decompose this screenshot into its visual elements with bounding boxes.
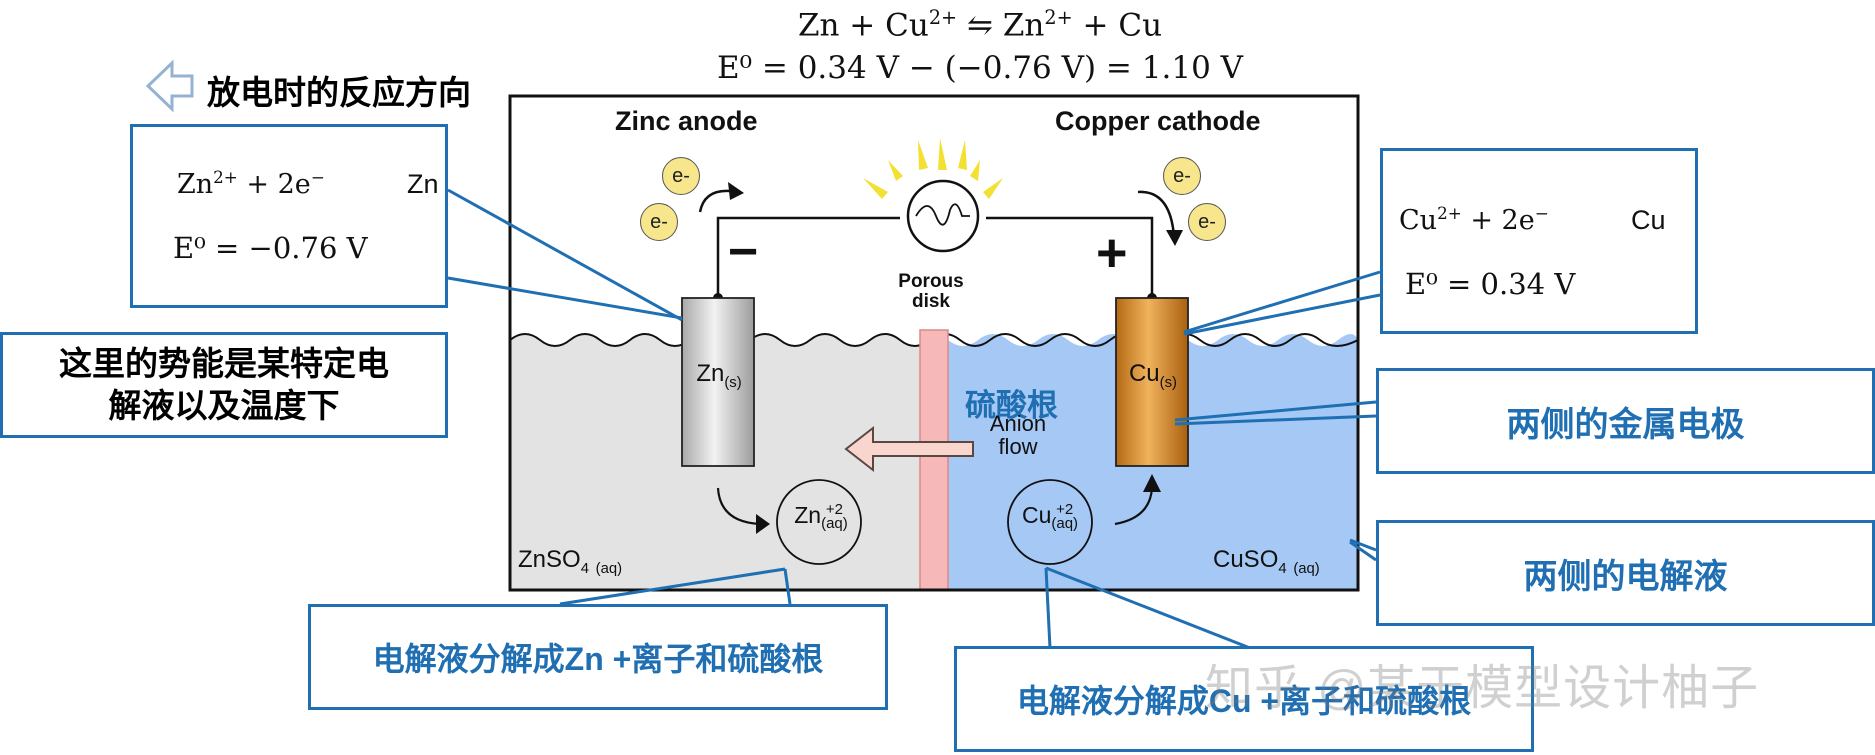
anion-flow-arrow — [844, 425, 974, 473]
potential-condition-text: 这里的势能是某特定电 解液以及温度下 — [59, 345, 389, 424]
zn-dissociation-text: 电解液分解成Zn +离子和硫酸根 — [372, 641, 824, 677]
electron-arrow-anode-head — [728, 182, 744, 200]
external-wire — [716, 216, 1154, 298]
cathode-reaction-charge: 2+ — [1437, 203, 1462, 223]
copper-ion-charge: +2 — [1056, 500, 1074, 518]
electron-bubble: e- — [1188, 203, 1226, 241]
eq-line1-left: Zn + Cu — [797, 7, 929, 44]
watermark: 知乎 @某于模型设计柚子 — [1205, 662, 1760, 715]
electron-arrow-cathode — [1137, 190, 1176, 237]
eq-line1-right: + Cu — [1082, 7, 1163, 44]
copper-electrode — [1115, 297, 1189, 467]
porous-disk-label: Porous disk — [898, 271, 964, 312]
sulfate-label: 硫酸根 — [965, 388, 1058, 423]
eq-line1-arrow: ⇋ — [967, 7, 993, 44]
negative-terminal-sign: − — [728, 223, 759, 281]
copper-electrode-state: (s) — [1159, 374, 1178, 391]
zinc-electrode-state: (s) — [724, 374, 742, 391]
cuso4-label: CuSO4 (aq) — [1213, 546, 1320, 577]
anode-half-reaction-box: Zn2+ + 2e− Zn E⁰ = −0.76 V — [130, 124, 448, 308]
znso4-state: (aq) — [595, 560, 623, 577]
cathode-standard-potential: E⁰ = 0.34 V — [1405, 267, 1576, 301]
zn-dissociation-callout: 电解液分解成Zn +离子和硫酸根 — [308, 604, 888, 710]
anode-reaction-zn: Zn — [407, 169, 439, 199]
eq-line1-mid: Zn — [1002, 7, 1045, 44]
electron-bubble: e- — [640, 203, 678, 241]
zn-ion-arrow — [716, 487, 761, 526]
cu-dissociation-callout: 电解液分解成Cu +离子和硫酸根 — [954, 646, 1534, 752]
copper-ion-symbol: Cu — [1021, 502, 1052, 528]
overall-reaction-equation: Zn + Cu2+ ⇋ Zn2+ + Cu — [785, 6, 1175, 43]
discharge-direction-arrow-icon — [145, 59, 194, 113]
potential-condition-note: 这里的势能是某特定电 解液以及温度下 — [0, 332, 448, 438]
cuso4-state: (aq) — [1293, 560, 1320, 577]
copper-ion-state: (aq) — [1051, 514, 1079, 532]
copper-ion-label: Cu+2(aq) — [1006, 502, 1094, 531]
zinc-anode-label: Zinc anode — [615, 106, 758, 136]
anode-reaction-charge: 2+ — [213, 167, 238, 187]
light-bulb-icon — [863, 138, 1003, 253]
electrodes-callout: 两侧的金属电极 — [1376, 368, 1875, 474]
zinc-electrode — [681, 297, 755, 467]
eq-line1-charge1: 2+ — [928, 6, 958, 29]
zn-ion-circle — [776, 479, 862, 565]
cathode-half-reaction-box: Cu2+ + 2e− Cu E⁰ = 0.34 V — [1380, 148, 1698, 334]
zinc-ion-charge: +2 — [825, 500, 843, 518]
cathode-reaction-electrons: + 2e — [1470, 205, 1535, 236]
electrolytes-callout: 两侧的电解液 — [1376, 520, 1875, 626]
electron-arrow-cathode-head — [1166, 230, 1183, 246]
anion-flow-label: Anion flow — [989, 411, 1047, 459]
anode-reaction-lhs: Zn2+ + 2e− — [177, 167, 325, 200]
znso4-subscript: 4 — [580, 560, 589, 577]
copper-electrode-label: Cu(s) — [1118, 360, 1188, 391]
zinc-ion-symbol: Zn — [794, 502, 822, 528]
electrodes-callout-text: 两侧的金属电极 — [1506, 405, 1745, 444]
cu-ion-arrow — [1114, 487, 1154, 526]
copper-cathode-label: Copper cathode — [1055, 106, 1261, 136]
cuso4-formula: CuSO — [1213, 546, 1279, 573]
electron-bubble: e- — [1163, 157, 1201, 195]
zinc-electrode-label: Zn(s) — [684, 360, 754, 391]
cathode-reaction-cu-ion: Cu — [1399, 205, 1438, 236]
cuso4-subscript: 4 — [1278, 560, 1287, 577]
eq-line1-charge2: 2+ — [1044, 6, 1073, 29]
cathode-reaction-cu: Cu — [1631, 205, 1666, 235]
copper-electrode-symbol: Cu — [1128, 360, 1160, 387]
zinc-electrode-symbol: Zn — [696, 360, 725, 387]
positive-terminal-sign: + — [1096, 223, 1128, 283]
beaker-frame — [508, 94, 1360, 592]
cu-ion-circle — [1007, 479, 1093, 565]
callout-connectors — [447, 188, 1381, 650]
porous-disk — [919, 329, 949, 591]
cu-dissociation-text: 电解液分解成Cu +离子和硫酸根 — [1016, 683, 1472, 719]
discharge-direction-label: 放电时的反应方向 — [207, 74, 471, 111]
zinc-ion-state: (aq) — [821, 514, 848, 532]
anode-reaction-electron-sign: − — [310, 167, 325, 187]
anode-reaction-zn-ion: Zn — [177, 169, 214, 200]
zinc-ion-label: Zn+2(aq) — [777, 502, 865, 531]
znso4-label: ZnSO4 (aq) — [518, 546, 622, 577]
zn-ion-arrow-head — [756, 514, 770, 534]
cu-ion-arrow-head — [1143, 474, 1161, 492]
electron-bubble: e- — [662, 157, 700, 195]
cathode-reaction-electron-sign: − — [1534, 203, 1549, 223]
znso4-formula: ZnSO — [518, 546, 581, 573]
anode-standard-potential: E⁰ = −0.76 V — [173, 231, 368, 265]
cathode-reaction-lhs: Cu2+ + 2e− — [1399, 203, 1549, 236]
electrolytes-callout-text: 两侧的电解液 — [1523, 557, 1728, 596]
cell-potential-equation: E⁰ = 0.34 V − (−0.76 V) = 1.10 V — [716, 50, 1244, 86]
anode-reaction-electrons: + 2e — [246, 169, 311, 200]
